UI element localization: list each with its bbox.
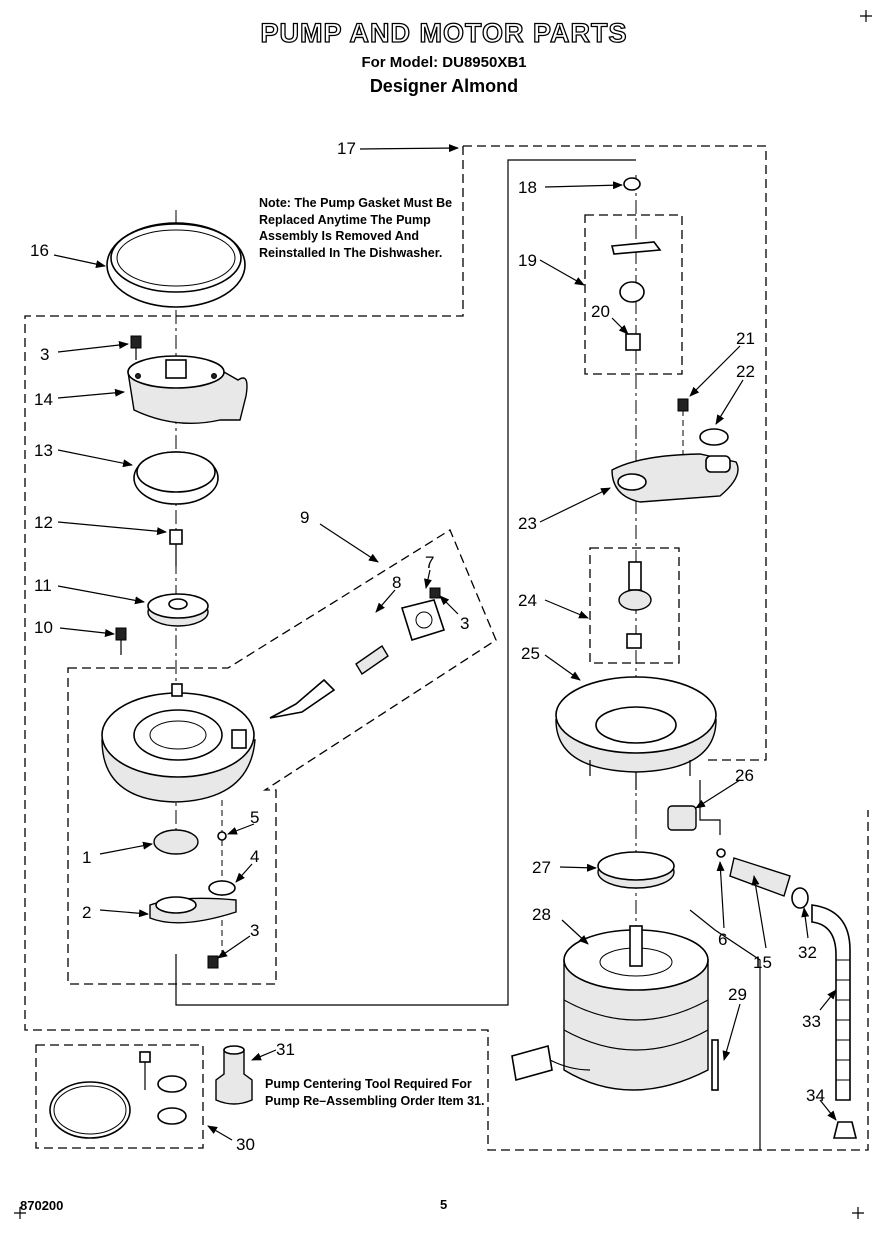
model-number: For Model: DU8950XB1	[361, 54, 527, 71]
callout-17: 17	[337, 139, 356, 158]
page-title: PUMP AND MOTOR PARTS	[260, 17, 628, 48]
callout-4: 4	[250, 847, 259, 866]
callout-21: 21	[736, 329, 755, 348]
filter-and-lower-housing	[149, 829, 237, 924]
callout-20: 20	[591, 302, 610, 321]
callout-26: 26	[735, 766, 754, 785]
callout-6: 6	[718, 930, 727, 949]
pump-cover-part	[127, 355, 248, 424]
callout-11: 11	[34, 576, 52, 595]
callout-32: 32	[798, 943, 817, 962]
callout-16: 16	[30, 241, 49, 260]
color-name: Designer Almond	[369, 76, 519, 96]
clip-and-disc	[597, 805, 697, 889]
callout-29: 29	[728, 985, 747, 1004]
callout-13: 13	[34, 441, 53, 460]
corner-marks	[14, 10, 872, 1219]
callout-30: 30	[236, 1135, 255, 1154]
callout-3-bottom: 3	[250, 921, 259, 940]
callout-15: 15	[753, 953, 772, 972]
callout-12: 12	[34, 513, 53, 532]
callout-numbers: 17 16 18 19 20 21 22 3 14 13 12 11 10 9 …	[30, 139, 825, 1154]
callout-18: 18	[518, 178, 537, 197]
motor-mount-part	[555, 676, 717, 790]
callout-2: 2	[82, 903, 91, 922]
page-number: 5	[440, 1197, 448, 1212]
callout-3-valve: 3	[460, 614, 469, 633]
seal-assembly-part	[610, 177, 662, 351]
assembly-boundaries	[24, 145, 869, 1151]
callout-23: 23	[518, 514, 537, 533]
callout-14: 14	[34, 390, 53, 409]
check-valve-part	[269, 599, 446, 719]
callout-24: 24	[518, 591, 537, 610]
callout-1: 1	[82, 848, 91, 867]
callout-7: 7	[425, 553, 434, 572]
pump-ring-part	[133, 451, 219, 505]
callout-5: 5	[250, 808, 259, 827]
callout-leaders	[53, 144, 837, 1141]
callout-3-top: 3	[40, 345, 49, 364]
callout-27: 27	[532, 858, 551, 877]
callout-28: 28	[532, 905, 551, 924]
gasket-note: Note: The Pump Gasket Must Be Replaced A…	[259, 196, 453, 260]
impeller-part	[147, 529, 209, 627]
callout-22: 22	[736, 362, 755, 381]
pump-housing-part	[101, 683, 256, 803]
callout-25: 25	[521, 644, 540, 663]
callout-19: 19	[518, 251, 537, 270]
pump-gasket-part	[106, 222, 246, 308]
callout-31: 31	[276, 1040, 295, 1059]
callout-33: 33	[802, 1012, 821, 1031]
tool-note: Pump Centering Tool Required For Pump Re…	[265, 1077, 485, 1108]
callout-8: 8	[392, 573, 401, 592]
motor-plate-part	[611, 428, 739, 503]
callout-9: 9	[300, 508, 309, 527]
pump-kit-and-tool	[49, 1045, 253, 1139]
motor-part	[511, 925, 719, 1091]
document-number: 870200	[20, 1198, 64, 1213]
callout-34: 34	[806, 1086, 825, 1105]
callout-10: 10	[34, 618, 53, 637]
screws	[115, 335, 689, 969]
shaft-seal-part	[618, 561, 652, 649]
drain-hose-parts	[716, 848, 858, 1139]
